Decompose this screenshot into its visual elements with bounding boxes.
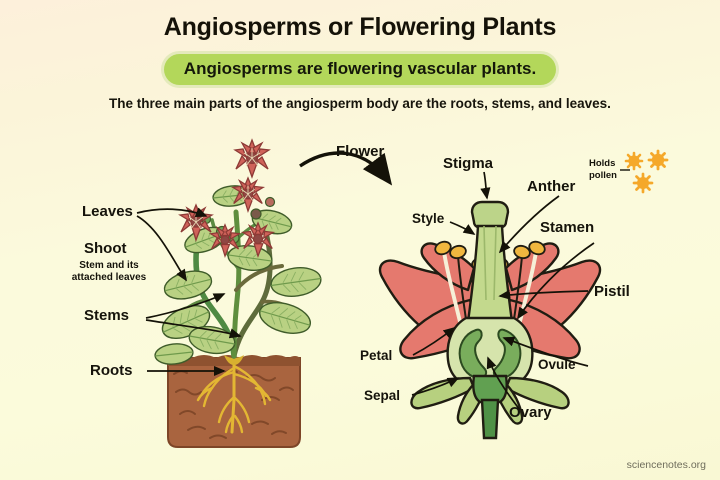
petals xyxy=(378,242,602,360)
label-pistil: Pistil xyxy=(594,283,630,300)
page-title: Angiosperms or Flowering Plants xyxy=(163,13,557,41)
label-shoot-note-line2: attached leaves xyxy=(71,272,147,283)
leader-sepal xyxy=(411,377,460,396)
source-credit: sciencenotes.org xyxy=(626,459,706,471)
leader-leaves-1 xyxy=(136,207,208,217)
plant-flowers xyxy=(178,138,276,258)
subtitle-text: The three main parts of the angiosperm b… xyxy=(109,96,611,111)
roots xyxy=(196,360,272,434)
leaves xyxy=(154,185,322,365)
label-stamen: Stamen xyxy=(540,219,595,236)
style-shape xyxy=(466,224,514,324)
receptacle xyxy=(472,374,508,404)
definition-banner: Angiosperms are flowering vascular plant… xyxy=(163,54,557,85)
soil-block xyxy=(167,355,301,448)
label-shoot-note-line1: Stem and its xyxy=(79,260,139,271)
leader-lines xyxy=(136,169,630,411)
label-shoot: Shoot xyxy=(84,240,127,257)
label-petal: Petal xyxy=(360,348,393,363)
leader-petal xyxy=(412,326,456,356)
leader-style xyxy=(449,221,476,235)
leader-pistil xyxy=(498,289,589,300)
anthers xyxy=(434,240,546,271)
label-stems: Stems xyxy=(84,307,130,324)
flower-cross-section xyxy=(378,200,602,440)
pistil xyxy=(466,200,514,324)
ovules xyxy=(458,328,522,380)
label-style: Style xyxy=(412,211,445,226)
leader-stems-1 xyxy=(145,293,226,319)
ovary-group xyxy=(446,316,534,392)
plant-illustration xyxy=(154,138,322,448)
pollen-grains xyxy=(624,149,669,194)
label-leaves: Leaves xyxy=(82,203,133,220)
label-roots: Roots xyxy=(90,362,133,379)
stigma-shape xyxy=(470,200,510,230)
label-flower: Flower xyxy=(336,143,385,160)
pedicel xyxy=(480,398,500,440)
leader-stems-2 xyxy=(145,319,242,339)
leader-ovary xyxy=(486,356,521,411)
banner-container: Angiosperms are flowering vascular plant… xyxy=(0,54,720,85)
stamens xyxy=(434,240,546,337)
label-ovule: Ovule xyxy=(538,357,576,372)
flower-buds xyxy=(200,196,276,244)
stems xyxy=(174,209,302,359)
label-pollen-note-line2: pollen xyxy=(589,170,617,181)
label-pollen-note-line1: Holds xyxy=(589,158,616,169)
leader-stamen xyxy=(517,242,595,320)
label-anther: Anther xyxy=(527,178,576,195)
label-stigma: Stigma xyxy=(443,155,494,172)
label-ovary: Ovary xyxy=(509,404,552,421)
leader-stigma xyxy=(480,171,491,200)
label-sepal: Sepal xyxy=(364,388,401,403)
